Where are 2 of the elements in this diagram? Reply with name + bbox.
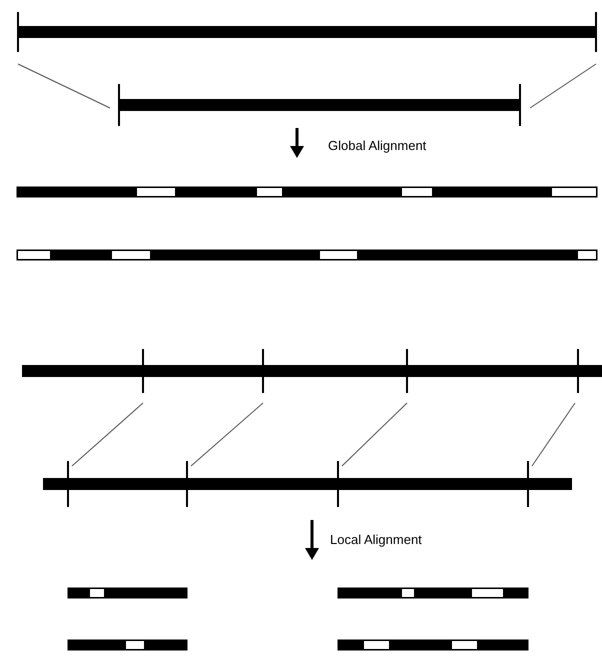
step-label: Global Alignment [328,138,426,153]
step-label: Local Alignment [330,532,422,547]
